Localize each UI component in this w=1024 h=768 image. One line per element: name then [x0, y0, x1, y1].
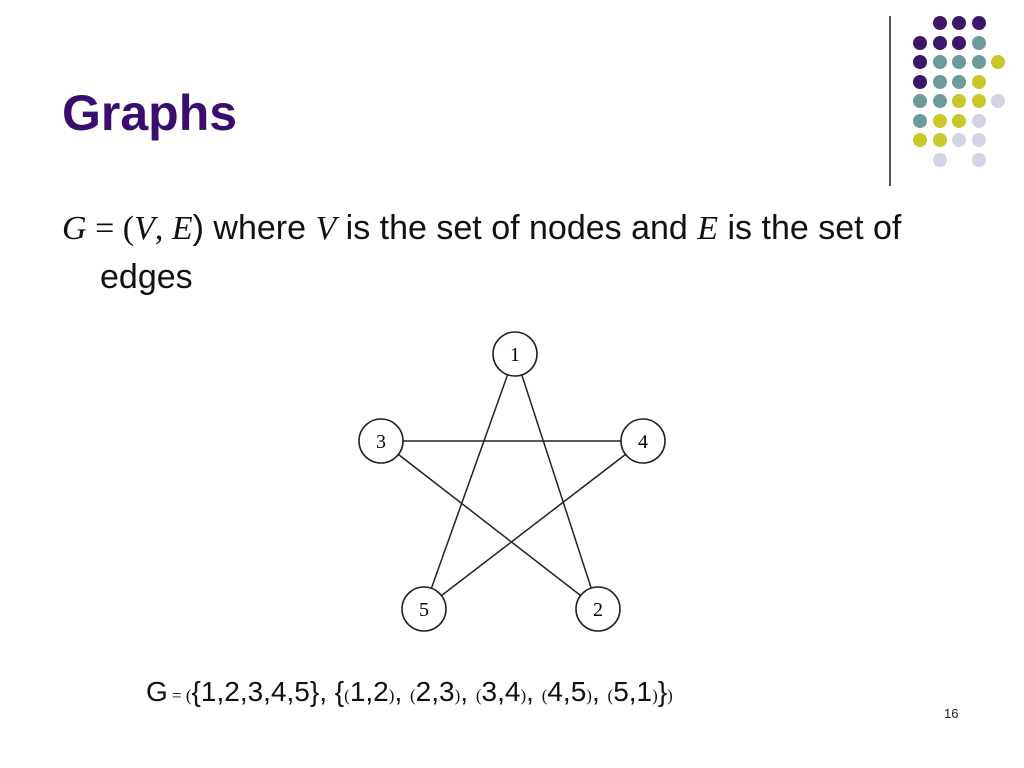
- graph-node-4: 4: [620, 418, 666, 464]
- node-label: 1: [510, 344, 520, 366]
- comma: ,: [154, 210, 172, 247]
- edge-comma: ,: [591, 676, 608, 707]
- edge-paren-close: ): [520, 686, 527, 705]
- edge-2-3: 2,3: [415, 676, 455, 707]
- node-circle: [358, 418, 404, 464]
- set-brace-close: }: [657, 676, 668, 707]
- decor-dot: [952, 35, 966, 50]
- set-eq: =: [167, 686, 186, 705]
- where-text: ) where: [192, 209, 316, 247]
- edges-text: is the set of edges: [100, 209, 902, 296]
- edge-paren-open: (: [410, 686, 416, 705]
- decor-dot: [932, 94, 947, 108]
- graph-definition: G = (V, E) where V is the set of nodes a…: [62, 204, 982, 301]
- decor-dot: [971, 55, 986, 69]
- decor-dot: [913, 55, 927, 69]
- decor-dot: [913, 35, 927, 50]
- definition-line: G = (V, E) where V is the set of nodes a…: [62, 209, 901, 296]
- decor-dot: [932, 74, 947, 89]
- node-circle: [620, 418, 666, 464]
- decor-dot: [913, 94, 927, 108]
- decor-dot: [952, 55, 966, 69]
- decor-dot: [932, 113, 947, 128]
- edge-paren-close: ): [652, 686, 658, 705]
- graph-edges: [380, 353, 644, 610]
- edge-1-2: 1,2: [349, 676, 389, 707]
- edge-comma: ,: [460, 676, 476, 707]
- node-circle: [401, 586, 447, 632]
- edge-paren-open: (: [607, 686, 614, 705]
- decor-dot: [913, 113, 927, 128]
- edge-2-3: [380, 440, 599, 610]
- decor-dot: [971, 113, 986, 128]
- decor-dot: [991, 55, 1005, 69]
- edge-5-1: [423, 353, 516, 610]
- edge-4-5: [423, 440, 644, 610]
- decor-dot: [932, 55, 947, 69]
- node-circle: [492, 331, 538, 377]
- edge-comma: ,: [526, 676, 542, 707]
- decor-dot: [971, 152, 986, 167]
- graph-node-5: 5: [401, 586, 447, 632]
- edge-paren-close: ): [388, 686, 395, 705]
- var-e-2: E: [697, 210, 719, 247]
- decor-dot: [932, 16, 947, 30]
- graph-node-2: 2: [575, 586, 621, 632]
- set-paren-close: ): [667, 686, 673, 705]
- nodes-text: is the set of nodes and: [336, 209, 698, 247]
- edge-paren-open: (: [475, 686, 482, 705]
- node-label: 5: [419, 599, 429, 621]
- decor-dot: [971, 74, 986, 89]
- decor-dot: [971, 35, 986, 50]
- decor-dot: [913, 133, 927, 147]
- var-v: V: [134, 210, 155, 247]
- decor-dot: [952, 74, 966, 89]
- set-g: G: [146, 676, 168, 707]
- var-g: G: [62, 210, 87, 247]
- decor-dot: [952, 113, 966, 128]
- edge-comma: ,: [394, 676, 410, 707]
- var-e: E: [171, 210, 193, 247]
- edge-1-2: [514, 353, 599, 610]
- edge-paren-open: (: [344, 686, 350, 705]
- slide-title: Graphs: [62, 85, 238, 141]
- decor-dot: [971, 16, 986, 30]
- vertex-set: {1,2,3,4,5}: [191, 676, 320, 707]
- node-label: 2: [593, 599, 603, 621]
- graph-node-1: 1: [492, 331, 538, 377]
- pentagram-graph: 1 2 3 4 5: [358, 331, 666, 632]
- decor-dot: [952, 94, 966, 108]
- decor-dot: [932, 133, 947, 147]
- decor-dot: [913, 74, 927, 89]
- title-divider: [889, 16, 891, 186]
- node-circle: [575, 586, 621, 632]
- node-label: 3: [376, 431, 386, 453]
- graph-node-3: 3: [358, 418, 404, 464]
- slide-number: 16: [944, 706, 959, 721]
- set-sep: , {: [319, 676, 345, 707]
- eq-open: = (: [86, 210, 135, 247]
- graph-nodes: 1 2 3 4 5: [358, 331, 666, 632]
- var-v-2: V: [315, 210, 337, 247]
- decor-dot: [991, 94, 1005, 108]
- edge-paren-close: ): [454, 686, 461, 705]
- edge-5-1: 5,1: [613, 676, 653, 707]
- decor-dot: [952, 133, 966, 147]
- decor-dot: [952, 16, 966, 30]
- decor-dot: [932, 152, 947, 167]
- edge-paren-close: ): [586, 686, 592, 705]
- graph-set-notation: G = ({1,2,3,4,5}, {(1,2), (2,3), (3,4), …: [146, 676, 673, 708]
- set-paren-open: (: [185, 686, 192, 705]
- decor-dot: [932, 35, 947, 50]
- edge-paren-open: (: [541, 686, 548, 705]
- edge-3-4: 3,4: [481, 676, 521, 707]
- node-label: 4: [638, 431, 648, 453]
- decor-dot: [971, 133, 986, 147]
- edge-4-5: 4,5: [547, 676, 587, 707]
- decor-dot: [971, 94, 986, 108]
